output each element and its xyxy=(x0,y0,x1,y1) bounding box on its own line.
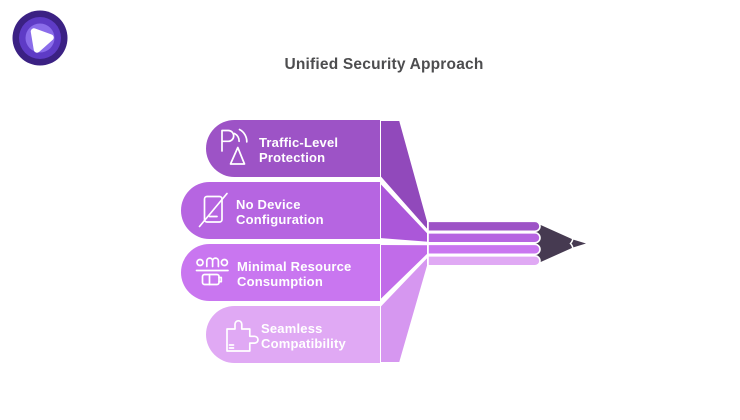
label-minimal-resource-line2: Consumption xyxy=(237,274,323,289)
funnel-shapes xyxy=(379,119,429,364)
label-no-device-line2: Configuration xyxy=(236,212,324,227)
pencil-stripe-2 xyxy=(427,232,541,244)
label-traffic-level-line1: Traffic-Level xyxy=(259,135,338,150)
no-device-icon xyxy=(198,192,228,228)
compatibility-puzzle-icon xyxy=(226,320,259,352)
pencil-tip-shape xyxy=(534,222,586,265)
pencil-stripe-1 xyxy=(427,220,541,233)
label-seamless-compat-line1: Seamless xyxy=(261,321,323,336)
label-seamless-compat-line2: Compatibility xyxy=(261,336,347,351)
label-traffic-level-line2: Protection xyxy=(259,150,325,165)
logo-core-shape xyxy=(30,28,54,53)
pencil-tip-notch xyxy=(569,232,574,255)
bar-no-device xyxy=(181,182,380,240)
bar-minimal-resource xyxy=(181,244,380,301)
signal-protection-icon xyxy=(221,128,248,165)
pencil-stripe-4 xyxy=(427,255,541,267)
feature-labels: Traffic-Level Protection No Device Confi… xyxy=(236,135,351,351)
pencil-stripes xyxy=(427,220,541,267)
label-no-device-line1: No Device xyxy=(236,197,301,212)
page-title: Unified Security Approach xyxy=(284,56,484,73)
minimal-resource-icon xyxy=(195,257,229,286)
pencil-stripe-3 xyxy=(427,243,541,256)
pencil-tip xyxy=(534,222,586,265)
brand-logo-icon xyxy=(12,10,68,66)
bar-traffic-level xyxy=(206,120,380,177)
label-minimal-resource-line1: Minimal Resource xyxy=(237,259,351,274)
